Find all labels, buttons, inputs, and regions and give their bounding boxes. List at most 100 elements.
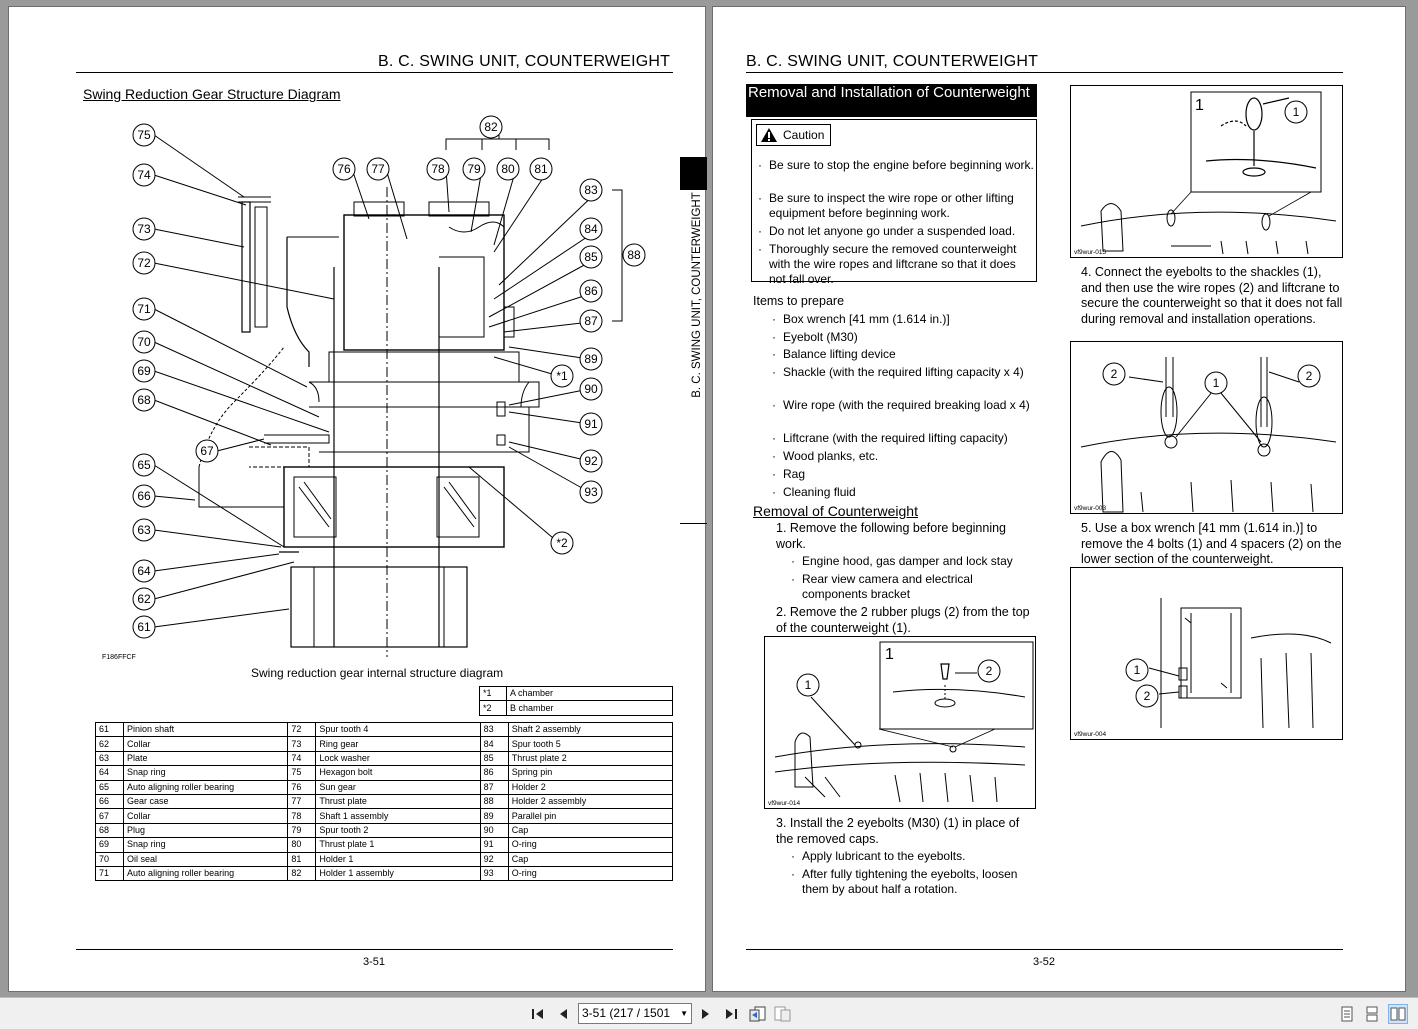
part-name-cell: Plug xyxy=(123,822,289,839)
first-page-icon[interactable] xyxy=(528,1004,548,1024)
part-name-cell: Auto aligning roller bearing xyxy=(123,865,289,882)
part-number-cell: 62 xyxy=(94,736,125,752)
part-name-cell: Thrust plate 1 xyxy=(315,837,481,853)
part-number-cell: 87 xyxy=(479,779,509,795)
prepare-item: ·Shackle (with the required lifting capa… xyxy=(772,365,1024,379)
prepare-item: ·Cleaning fluid xyxy=(772,485,856,499)
items-heading: Items to prepare xyxy=(753,294,845,308)
part-name-cell: Ring gear xyxy=(315,736,481,752)
part-name-cell: Thrust plate 2 xyxy=(507,750,674,767)
part-number-cell: 71 xyxy=(94,865,125,882)
part-number-cell: 70 xyxy=(94,851,125,867)
svg-text:64: 64 xyxy=(137,564,151,578)
part-name-cell: Spring pin xyxy=(507,765,674,781)
part-name-cell: Holder 1 xyxy=(315,851,481,867)
page-number-field[interactable]: 3-51 (217 / 1501▼ xyxy=(578,1003,692,1024)
section-tab-line xyxy=(680,523,707,524)
last-page-icon[interactable] xyxy=(721,1004,741,1024)
part-number-cell: 91 xyxy=(479,837,509,853)
next-page-icon[interactable] xyxy=(696,1004,716,1024)
svg-text:70: 70 xyxy=(137,335,151,349)
callout-78: 78 xyxy=(426,157,450,181)
svg-text:1: 1 xyxy=(1213,376,1220,390)
part-number-cell: 89 xyxy=(479,808,509,824)
callout-89: 89 xyxy=(579,347,603,371)
part-name-cell: Spur tooth 4 xyxy=(315,721,481,738)
section-tab-marker xyxy=(680,157,707,190)
part-number-cell: 67 xyxy=(94,808,125,824)
removal-section-title: Removal of Counterweight xyxy=(753,503,918,519)
figure-code: vf9wur-015 xyxy=(1074,249,1107,256)
table-cell: B chamber xyxy=(506,700,673,716)
part-number-cell: 68 xyxy=(94,822,125,839)
svg-text:65: 65 xyxy=(137,458,151,472)
callout-91: 91 xyxy=(579,412,603,436)
part-number-cell: 84 xyxy=(479,736,509,752)
go-back-icon[interactable] xyxy=(748,1004,768,1024)
caution-label-box: Caution xyxy=(756,124,832,146)
callout-88: 88 xyxy=(622,243,646,267)
go-forward-icon[interactable] xyxy=(773,1004,793,1024)
callout-66: 66 xyxy=(132,484,156,508)
continuous-view-icon[interactable] xyxy=(1362,1004,1382,1024)
callout-93: 93 xyxy=(579,480,603,504)
svg-text:81: 81 xyxy=(534,162,548,176)
figure-wire-ropes: 2 1 2 vf9wur-003 xyxy=(1070,341,1343,514)
svg-text:87: 87 xyxy=(584,314,598,328)
figure-eyebolts: 1 1 vf9wur-015 xyxy=(1070,85,1343,258)
part-name-cell: Holder 1 assembly xyxy=(315,865,481,882)
part-number-cell: 63 xyxy=(94,750,125,767)
part-number-cell: 76 xyxy=(287,779,317,795)
part-name-cell: Cap xyxy=(507,822,674,839)
svg-text:69: 69 xyxy=(137,364,151,378)
prev-page-icon[interactable] xyxy=(553,1004,573,1024)
callout-87: 87 xyxy=(579,309,603,333)
svg-text:90: 90 xyxy=(584,382,598,396)
caution-item: ·Be sure to stop the engine before begin… xyxy=(758,158,1034,172)
callout-64: 64 xyxy=(132,559,156,583)
part-name-cell: Gear case xyxy=(123,793,289,810)
part-number-cell: 80 xyxy=(287,837,317,853)
svg-text:86: 86 xyxy=(584,284,598,298)
header-rule xyxy=(746,72,1343,73)
part-name-cell: Hexagon bolt xyxy=(315,765,481,781)
callout-67: 67 xyxy=(195,439,219,463)
svg-text:62: 62 xyxy=(137,592,151,606)
svg-text:80: 80 xyxy=(501,162,515,176)
prepare-item: ·Box wrench [41 mm (1.614 in.)] xyxy=(772,312,950,326)
part-name-cell: Shaft 1 assembly xyxy=(315,808,481,824)
callout-70: 70 xyxy=(132,330,156,354)
part-name-cell: Holder 2 xyxy=(507,779,674,795)
chevron-down-icon[interactable]: ▼ xyxy=(680,1009,688,1018)
svg-text:77: 77 xyxy=(371,162,385,176)
procedure-title: Removal and Installation of Counterweigh… xyxy=(746,84,1037,117)
callout-63: 63 xyxy=(132,518,156,542)
inset-label: 1 xyxy=(885,646,894,663)
step-3: 3. Install the 2 eyebolts (M30) (1) in p… xyxy=(776,816,1020,846)
part-name-cell: Collar xyxy=(123,808,289,824)
part-name-cell: Spur tooth 5 xyxy=(507,736,674,752)
part-name-cell: Parallel pin xyxy=(507,808,674,824)
callout-77: 77 xyxy=(366,157,390,181)
part-name-cell: Shaft 2 assembly xyxy=(507,721,674,738)
step-1: 1. Remove the following before beginning… xyxy=(776,521,1007,551)
callout-76: 76 xyxy=(332,157,356,181)
callout-68: 68 xyxy=(132,388,156,412)
svg-text:1: 1 xyxy=(1134,663,1141,677)
prepare-item: ·Rag xyxy=(772,467,806,481)
two-page-view-icon[interactable] xyxy=(1388,1004,1408,1024)
single-page-view-icon[interactable] xyxy=(1337,1004,1357,1024)
prepare-item: ·Wood planks, etc. xyxy=(772,449,879,463)
part-name-cell: Plate xyxy=(123,750,289,767)
figure-rubber-plugs: 1 1 2 vf9wur-014 xyxy=(764,636,1036,809)
chamber-legend-table: *1 A chamber *2 B chamber xyxy=(479,685,673,716)
svg-text:*1: *1 xyxy=(556,369,568,383)
svg-text:92: 92 xyxy=(584,454,598,468)
svg-text:93: 93 xyxy=(584,485,598,499)
svg-text:1: 1 xyxy=(1195,97,1204,114)
